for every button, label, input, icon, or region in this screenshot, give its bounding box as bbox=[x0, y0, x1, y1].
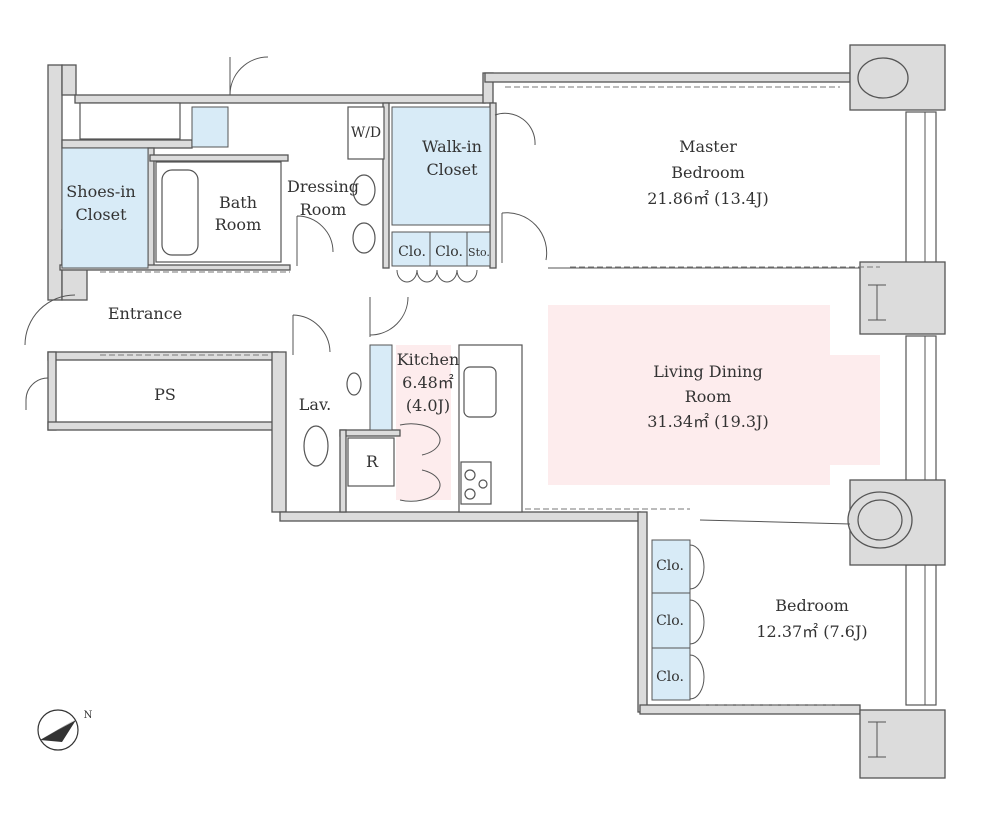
master-bedroom-label: Bedroom bbox=[671, 163, 745, 182]
master-bedroom-label: Master bbox=[679, 137, 737, 156]
kitchen-label: Kitchen bbox=[397, 350, 460, 369]
bathtub bbox=[161, 169, 199, 256]
dressing-room-label: Dressing bbox=[287, 177, 359, 196]
closet-label: Clo. bbox=[398, 244, 426, 260]
shoes-closet-label: Shoes-in bbox=[66, 182, 135, 201]
bath-room-label: Room bbox=[215, 215, 261, 234]
refrigerator-label: R bbox=[366, 452, 379, 471]
lav-sink bbox=[346, 372, 362, 396]
lavatory-label: Lav. bbox=[299, 395, 331, 414]
bedroom-label: Bedroom bbox=[775, 596, 849, 615]
washer-dryer-label: W/D bbox=[351, 125, 381, 141]
shoes-closet-label: Closet bbox=[75, 205, 127, 224]
compass-icon: N bbox=[37, 709, 93, 751]
master-bedroom-area: 21.86㎡ (13.4J) bbox=[647, 189, 768, 208]
compass-north-label: N bbox=[84, 710, 93, 721]
storage-areas bbox=[61, 106, 691, 701]
fixtures bbox=[155, 106, 523, 513]
bedroom-closet-label: Clo. bbox=[656, 669, 684, 685]
storage-label: Sto. bbox=[468, 246, 490, 259]
sink bbox=[352, 174, 376, 206]
doors bbox=[24, 56, 705, 700]
sink bbox=[352, 222, 376, 254]
bath-room-label: Bath bbox=[219, 193, 257, 212]
living-dining-label: Room bbox=[685, 387, 731, 406]
kitchen-tatami: (4.0J) bbox=[406, 396, 450, 415]
entrance-label: Entrance bbox=[108, 304, 182, 323]
room-labels: Shoes-in Closet Bath Room Dressing Room … bbox=[66, 125, 867, 685]
windows bbox=[905, 111, 937, 706]
pillars bbox=[847, 44, 946, 779]
ps-label: PS bbox=[154, 385, 176, 404]
washer-dryer bbox=[347, 106, 385, 160]
living-area-highlight bbox=[396, 305, 880, 500]
walk-in-closet-label: Walk-in bbox=[422, 137, 482, 156]
walk-in-closet-label: Closet bbox=[426, 160, 478, 179]
bedroom-closet-label: Clo. bbox=[656, 613, 684, 629]
bedroom-area: 12.37㎡ (7.6J) bbox=[756, 622, 867, 641]
bedroom-closet-label: Clo. bbox=[656, 558, 684, 574]
kitchen-sink bbox=[463, 366, 497, 418]
kitchen-area: 6.48㎡ bbox=[402, 373, 454, 392]
living-dining-label: Living Dining bbox=[653, 362, 762, 381]
dressing-room-label: Room bbox=[300, 200, 346, 219]
walls bbox=[47, 64, 861, 715]
toilet bbox=[303, 425, 329, 467]
refrigerator bbox=[347, 437, 395, 487]
ceiling-lines bbox=[100, 86, 880, 706]
closet-label: Clo. bbox=[435, 244, 463, 260]
living-dining-area: 31.34㎡ (19.3J) bbox=[647, 412, 768, 431]
